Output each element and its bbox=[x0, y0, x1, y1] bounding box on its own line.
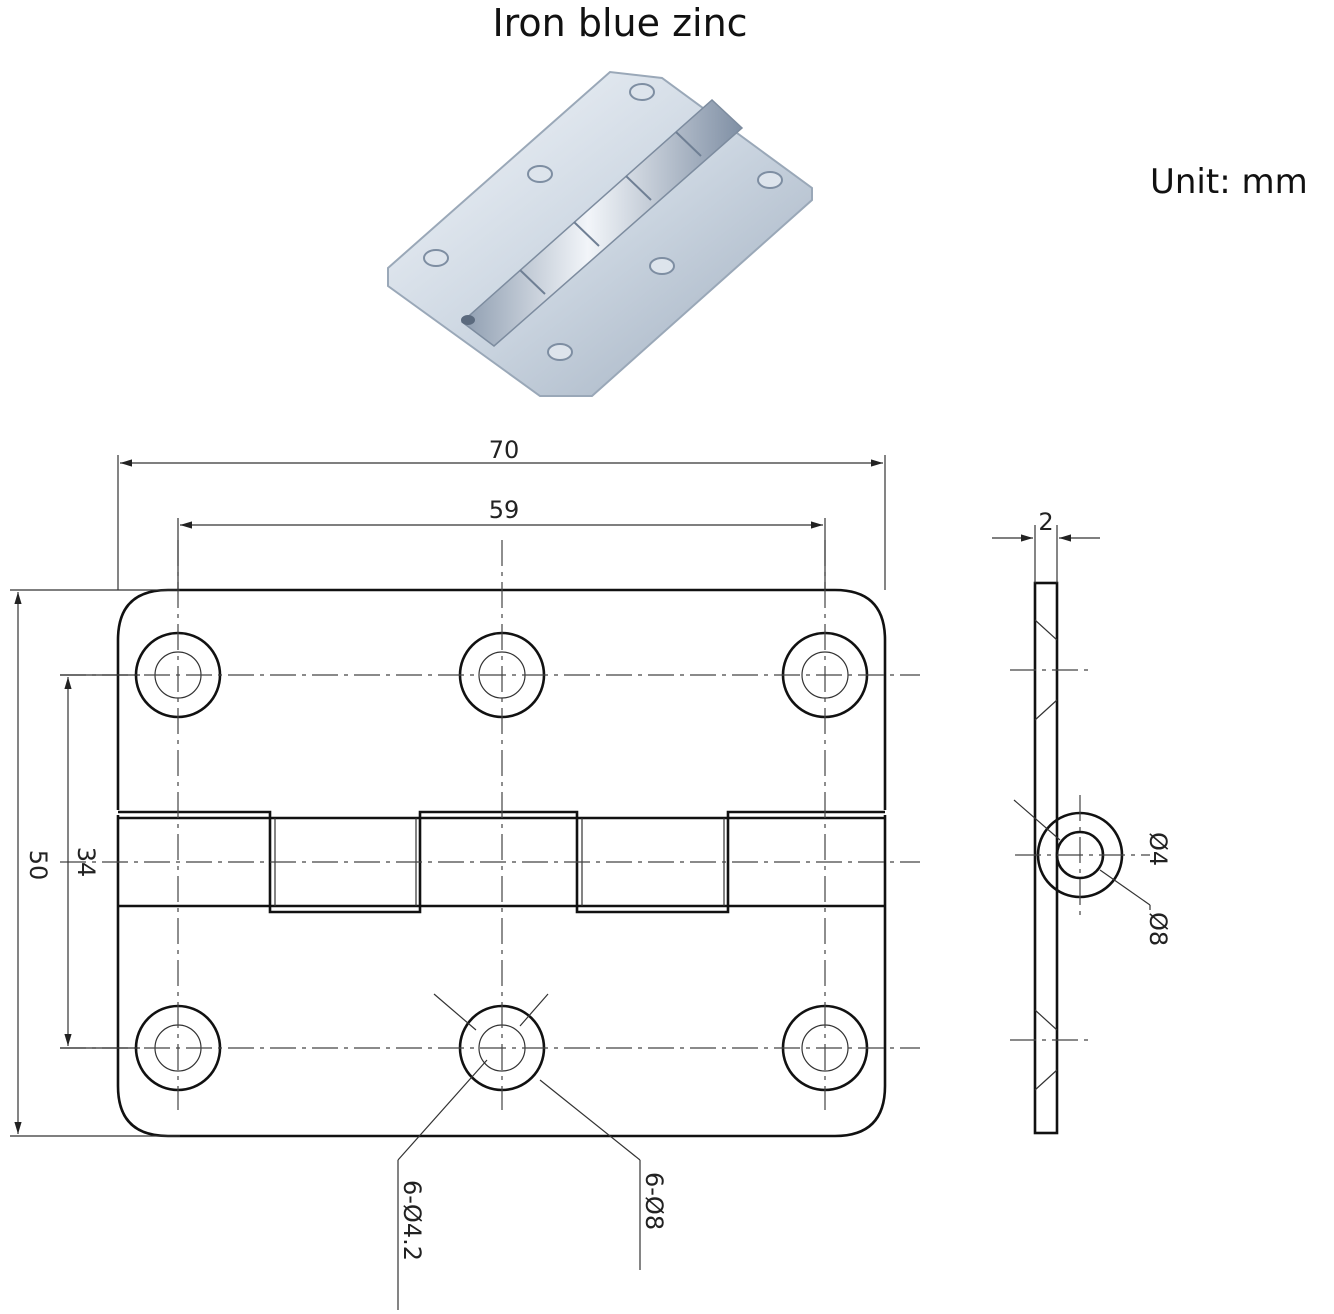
dim-hole-diameter: 6-Ø4.2 bbox=[398, 1180, 426, 1261]
unit-label: Unit: mm bbox=[1150, 162, 1308, 202]
front-view: 70 59 50 34 6-Ø4.2 6-Ø8 bbox=[10, 436, 920, 1310]
dim-countersink-diameter: 6-Ø8 bbox=[640, 1172, 668, 1230]
dim-overall-height: 50 bbox=[24, 850, 52, 881]
product-title: Iron blue zinc bbox=[492, 1, 748, 45]
dim-row-spacing: 34 bbox=[72, 847, 100, 878]
hinge-photo bbox=[387, 70, 813, 397]
dim-pin-diameter: Ø4 bbox=[1144, 832, 1172, 866]
dim-overall-width: 70 bbox=[489, 436, 520, 464]
dim-knuckle-diameter: Ø8 bbox=[1144, 912, 1172, 946]
dim-hole-spacing: 59 bbox=[489, 496, 520, 524]
dim-thickness: 2 bbox=[1038, 508, 1053, 536]
photo-holes bbox=[423, 83, 783, 361]
side-view: 2 Ø4 Ø8 bbox=[992, 508, 1172, 1135]
